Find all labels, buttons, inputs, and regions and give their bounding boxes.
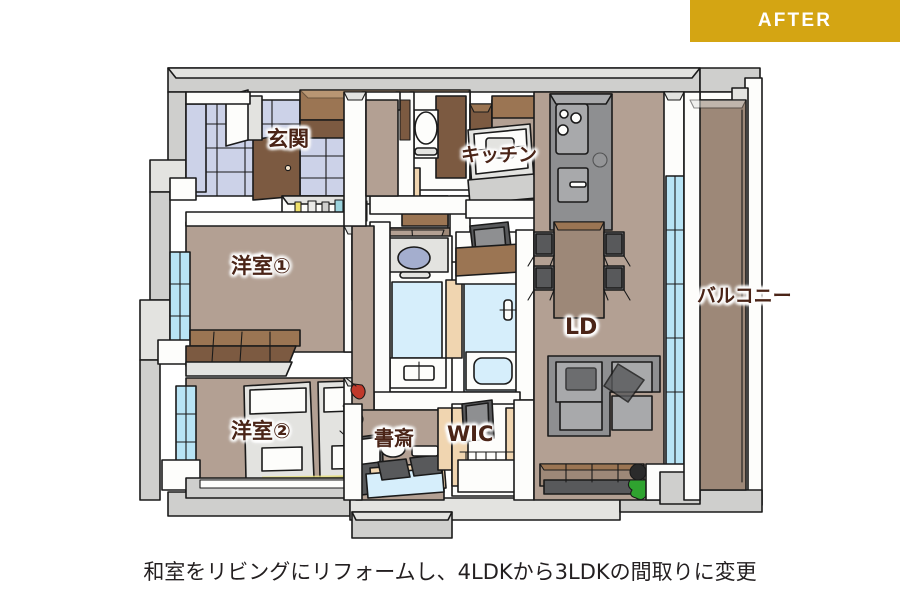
refrigerator bbox=[549, 93, 613, 231]
after-badge-label: AFTER bbox=[757, 10, 833, 31]
floorplan-caption: 和室をリビングにリフォームし、4LDKから3LDKの間取りに変更 bbox=[143, 560, 757, 584]
interior-walls bbox=[185, 91, 401, 227]
corner-sofa bbox=[547, 355, 661, 437]
after-badge: AFTER bbox=[690, 0, 900, 42]
balcony-area bbox=[683, 91, 747, 501]
dining-table bbox=[527, 221, 631, 319]
room-study bbox=[339, 377, 453, 501]
room-living-dining bbox=[527, 91, 701, 505]
room-western-1 bbox=[157, 211, 365, 377]
building-shell bbox=[139, 67, 763, 539]
room-wic bbox=[451, 399, 535, 501]
floorplan-illustration: .o { stroke:#1a1a1a; stroke-width:1.6; s… bbox=[139, 67, 763, 539]
